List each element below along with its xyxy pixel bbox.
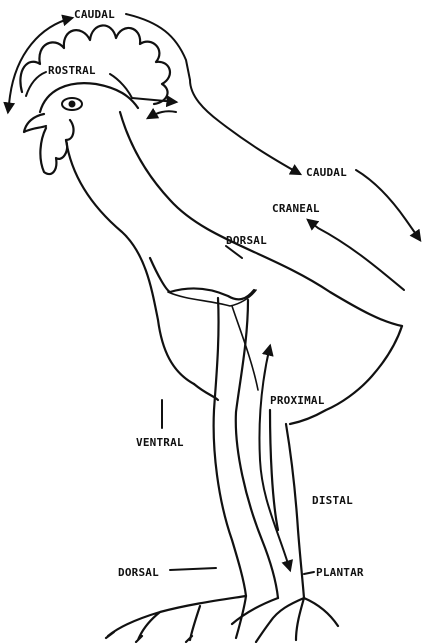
label-caudal-right: CAUDAL — [306, 166, 347, 179]
wing-outline — [150, 258, 254, 299]
arrow-caudal-right — [356, 170, 420, 240]
foot-back — [232, 598, 338, 642]
beak — [24, 114, 46, 132]
plantar-pointer — [304, 572, 314, 574]
dorsal-back-pointer — [226, 246, 242, 258]
label-distal: DISTAL — [312, 494, 353, 507]
neck-front-outline — [66, 140, 194, 384]
label-dorsal-back: DORSAL — [226, 234, 267, 247]
label-ventral: VENTRAL — [136, 436, 184, 449]
tail-outline — [290, 326, 402, 424]
dorsal-foot-pointer — [170, 568, 216, 570]
head-outline — [40, 83, 138, 112]
arrow-proximal-distal — [259, 346, 290, 570]
label-craneal: CRANEAL — [272, 202, 320, 215]
label-proximal: PROXIMAL — [270, 394, 325, 407]
leg-back — [286, 424, 304, 598]
label-caudal-top: CAUDAL — [74, 8, 115, 21]
arrow-craneal — [308, 220, 404, 290]
label-rostral: ROSTRAL — [48, 64, 96, 77]
leg-front-inner — [236, 300, 278, 598]
label-plantar: PLANTAR — [316, 566, 364, 579]
label-dorsal-foot: DORSAL — [118, 566, 159, 579]
leg-front — [214, 298, 246, 596]
arrow-caudal-diagonal — [190, 80, 300, 174]
foot-front — [106, 596, 246, 642]
wattle — [40, 120, 73, 174]
neck-back-outline — [120, 112, 402, 326]
